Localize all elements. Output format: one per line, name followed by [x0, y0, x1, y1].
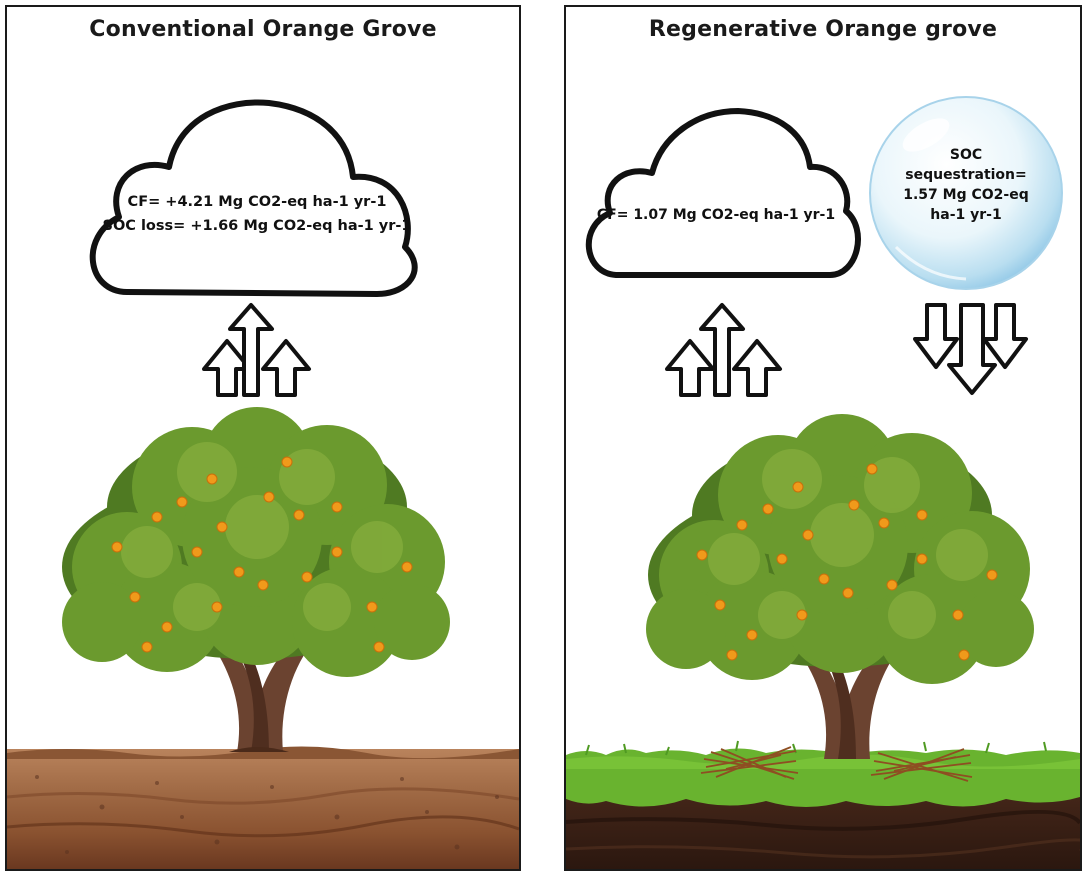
bare-soil — [7, 746, 519, 869]
emission-cloud-icon — [589, 111, 858, 275]
emission-arrows-up-icon — [204, 305, 309, 395]
bubble-line-2: sequestration= — [871, 165, 1061, 185]
soc-sequestration-label: SOC sequestration= 1.57 Mg CO2-eq ha-1 y… — [871, 145, 1061, 225]
cover-crop-soil — [566, 741, 1080, 869]
orange-tree-illustration — [62, 407, 450, 752]
orange-tree-illustration — [646, 414, 1034, 759]
conventional-cf-value: CF= +4.21 Mg CO2-eq ha-1 yr-1 — [67, 190, 447, 214]
sequestration-arrows-down-icon — [915, 305, 1026, 393]
bubble-line-4: ha-1 yr-1 — [871, 205, 1061, 225]
conventional-soc-loss-value: SOC loss= +1.66 Mg CO2-eq ha-1 yr-1 — [67, 214, 447, 238]
conventional-cloud-label: CF= +4.21 Mg CO2-eq ha-1 yr-1 SOC loss= … — [67, 190, 447, 238]
emission-arrows-up-icon — [667, 305, 780, 395]
regenerative-panel: Regenerative Orange grove — [564, 5, 1082, 871]
regenerative-illustration — [566, 7, 1080, 869]
bubble-line-3: 1.57 Mg CO2-eq — [871, 185, 1061, 205]
conventional-panel: Conventional Orange Grove — [5, 5, 521, 871]
bubble-line-1: SOC — [871, 145, 1061, 165]
regenerative-cf-value: CF= 1.07 Mg CO2-eq ha-1 yr-1 — [566, 205, 866, 225]
regenerative-cloud-label: CF= 1.07 Mg CO2-eq ha-1 yr-1 — [566, 205, 866, 225]
conventional-illustration — [7, 7, 519, 869]
